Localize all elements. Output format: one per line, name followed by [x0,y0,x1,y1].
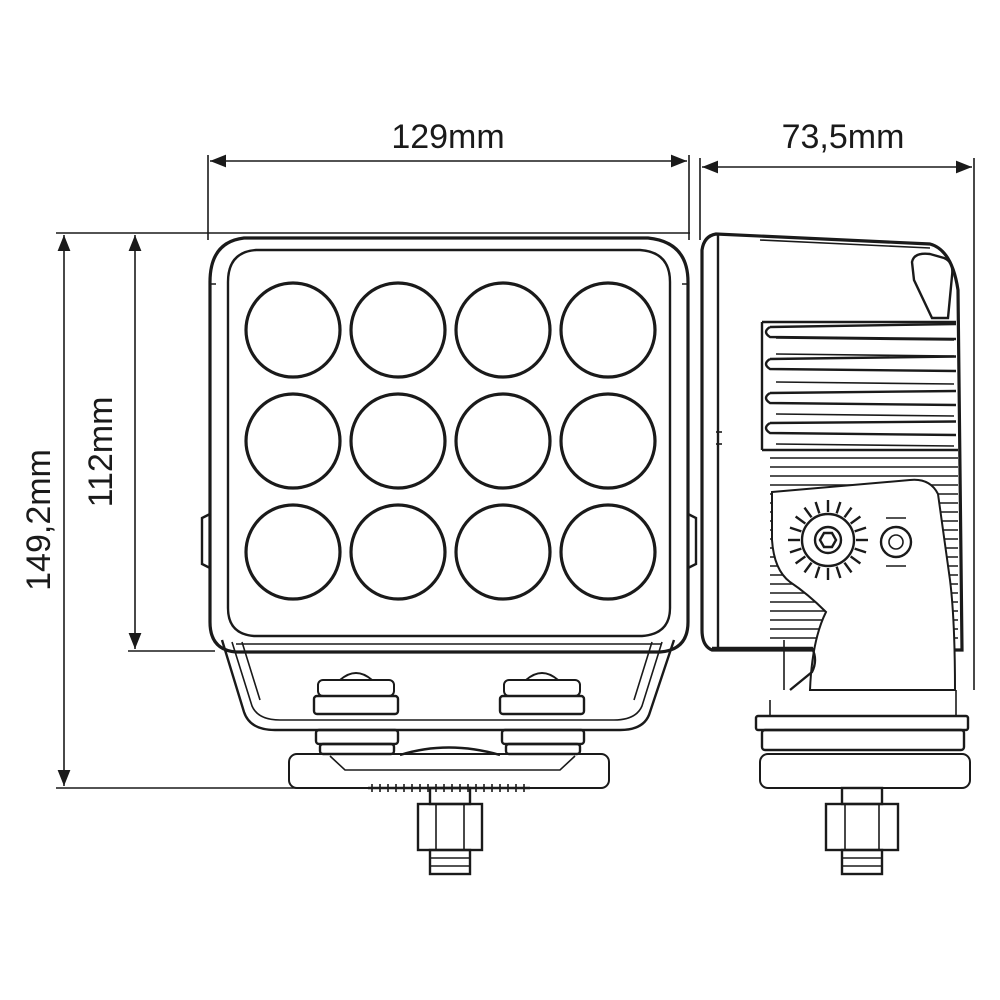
dimension-width-front: 129mm [207,118,690,240]
led-lens [559,281,657,379]
shock-mount-left [312,672,400,756]
led-lens [559,392,657,490]
led-lens [454,392,552,490]
led-lens [454,281,552,379]
led-lens [244,281,342,379]
side-view [700,232,971,876]
width-front-label: 129mm [391,118,504,156]
height-housing-label: 112mm [82,397,120,508]
mounting-bolt-front [416,786,484,876]
led-grid [244,281,657,601]
led-lens [349,503,447,601]
dimension-height-housing: 112mm [82,235,215,652]
dimension-depth-side: 73,5mm [699,118,975,690]
led-lens [349,392,447,490]
led-lens [559,503,657,601]
led-lens [244,503,342,601]
front-view [200,236,698,876]
ratchet-adjuster [788,500,868,580]
cooling-fins [760,320,957,450]
dimension-height-total: 149,2mm [20,232,690,789]
led-lens [244,392,342,490]
mounting-bolt-side [824,786,900,876]
shock-mount-right [498,672,586,756]
pivot-bolt [879,517,913,567]
led-lens [349,281,447,379]
height-total-label: 149,2mm [20,449,58,591]
led-lens [454,503,552,601]
depth-side-label: 73,5mm [782,118,905,156]
